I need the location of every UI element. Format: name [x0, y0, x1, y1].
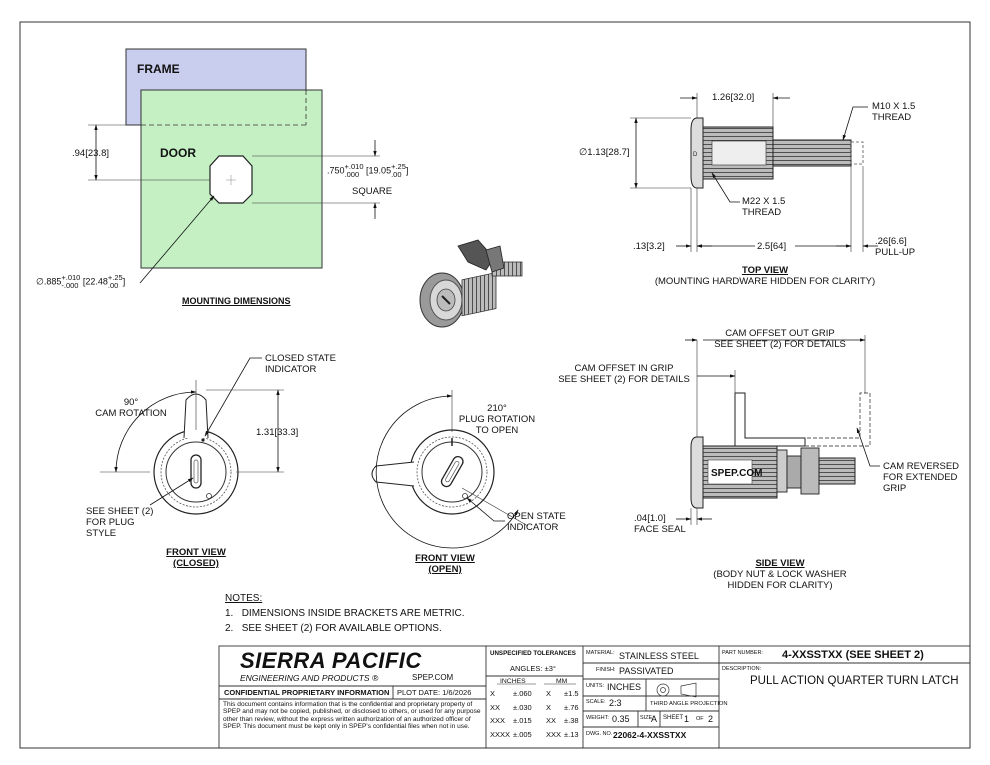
- of-value: 2: [708, 714, 714, 724]
- legal-notice: This document contains information that …: [223, 701, 481, 731]
- dim-885-diameter: ∅.885+.010-.000 [22.48+.25.00]: [36, 273, 126, 290]
- company-website: SPEP.COM: [412, 673, 454, 682]
- front-closed-title: FRONT VIEW(CLOSED): [166, 547, 226, 569]
- tol-row: X: [490, 689, 496, 698]
- notes-heading: NOTES:: [225, 593, 263, 604]
- scale-value: 2:3: [609, 698, 622, 708]
- tolerances-heading: UNSPECIFIED TOLERANCES: [490, 650, 576, 657]
- tol-row: XXXX: [490, 730, 511, 739]
- company-name: SIERRA PACIFIC: [240, 648, 422, 673]
- front-view-open: [371, 390, 529, 549]
- projection-label: THIRD ANGLE PROJECTION: [650, 701, 728, 707]
- front-view-closed: [100, 357, 284, 515]
- dwg-label: DWG. NO.: [586, 731, 613, 737]
- dim-094: .94[23.8]: [72, 148, 109, 159]
- dim-113-diameter: ∅1.13[28.7]: [579, 147, 630, 158]
- tol-row: X: [546, 689, 552, 698]
- size-label: SIZE:: [640, 715, 654, 721]
- dwg-value: 22062-4-XXSSTXX: [613, 730, 687, 740]
- finish-label: FINISH:: [596, 667, 616, 673]
- weight-value: 0.35: [612, 714, 630, 724]
- dim-026-pullup: .26[6.6]PULL-UP: [875, 236, 916, 258]
- dim-126: 1.26[32.0]: [712, 92, 755, 103]
- square-label: SQUARE: [352, 186, 393, 197]
- tol-row: ±.76: [564, 703, 579, 712]
- title-block-grid: [218, 645, 971, 749]
- description-value: PULL ACTION QUARTER TURN LATCH: [750, 675, 959, 687]
- size-value: A: [651, 714, 658, 724]
- mounting-title: MOUNTING DIMENSIONS: [182, 296, 291, 306]
- material-label: MATERIAL:: [586, 650, 615, 656]
- dim-004-face-seal: .04[1.0]FACE SEAL: [634, 513, 686, 535]
- side-brand-mark: SPEP.COM: [711, 468, 763, 479]
- sheet-label: SHEET: [663, 715, 684, 721]
- scale-label: SCALE:: [586, 699, 606, 705]
- dim-25: 2.5[64]: [757, 241, 787, 252]
- units-label: UNITS:: [586, 683, 605, 689]
- finish-value: PASSIVATED: [619, 666, 674, 676]
- mm-col-heading: MM: [556, 678, 568, 685]
- part-number-value: 4-XXSSTXX (SEE SHEET 2): [782, 649, 924, 661]
- sheet-value: 1: [684, 714, 690, 724]
- note-1: 1. DIMENSIONS INSIDE BRACKETS ARE METRIC…: [225, 608, 465, 619]
- top-view-title: TOP VIEW(MOUNTING HARDWARE HIDDEN FOR CL…: [654, 265, 876, 287]
- dim-013: .13[3.2]: [633, 241, 665, 252]
- description-label: DESCRIPTION:: [722, 666, 762, 672]
- note-2: 2. SEE SHEET (2) FOR AVAILABLE OPTIONS.: [225, 623, 442, 634]
- cam-rotation-label: 90°CAM ROTATION: [95, 397, 167, 419]
- top-view: D: [630, 93, 878, 252]
- material-value: STAINLESS STEEL: [619, 651, 699, 661]
- inches-col-heading: INCHES: [500, 678, 526, 685]
- tol-row: ±.030: [513, 703, 532, 712]
- units-value: INCHES: [607, 682, 642, 692]
- side-view: SPEP.COM: [676, 335, 880, 525]
- tol-row: ±1.5: [564, 689, 579, 698]
- tol-row: ±.015: [513, 716, 532, 725]
- tol-row: ±.38: [564, 716, 579, 725]
- tol-row: XX: [490, 703, 501, 712]
- plug-mark-d: D: [693, 152, 698, 158]
- frame-label: FRAME: [137, 62, 180, 76]
- third-angle-projection-symbol: [656, 682, 697, 698]
- tol-row: XX: [546, 716, 557, 725]
- tol-row: X: [546, 703, 552, 712]
- tol-row: XXX: [490, 716, 506, 725]
- tol-row: ±.060: [513, 689, 532, 698]
- door-label: DOOR: [160, 146, 196, 160]
- front-open-title: FRONT VIEW(OPEN): [415, 553, 475, 575]
- dim-750-square: .750+.010.000 [19.05+.25.00]: [327, 162, 409, 179]
- tol-row: ±.005: [513, 730, 532, 739]
- tol-row: ±.13: [564, 730, 579, 739]
- angles-tolerance: ANGLES: ±3°: [510, 664, 556, 673]
- company-subtitle: ENGINEERING AND PRODUCTS ®: [240, 673, 379, 683]
- latch-product-image: [419, 239, 523, 328]
- part-number-label: PART NUMBER:: [722, 650, 763, 656]
- tol-row: XXX: [546, 730, 562, 739]
- dim-131: 1.31[33.3]: [256, 427, 299, 438]
- mounting-dimensions-view: [88, 48, 380, 284]
- plot-date: PLOT DATE: 1/6/2026: [397, 688, 472, 697]
- of-label: OF: [696, 716, 704, 722]
- confidential-label: CONFIDENTIAL PROPRIETARY INFORMATION: [224, 688, 390, 697]
- weight-label: WEIGHT:: [586, 715, 609, 721]
